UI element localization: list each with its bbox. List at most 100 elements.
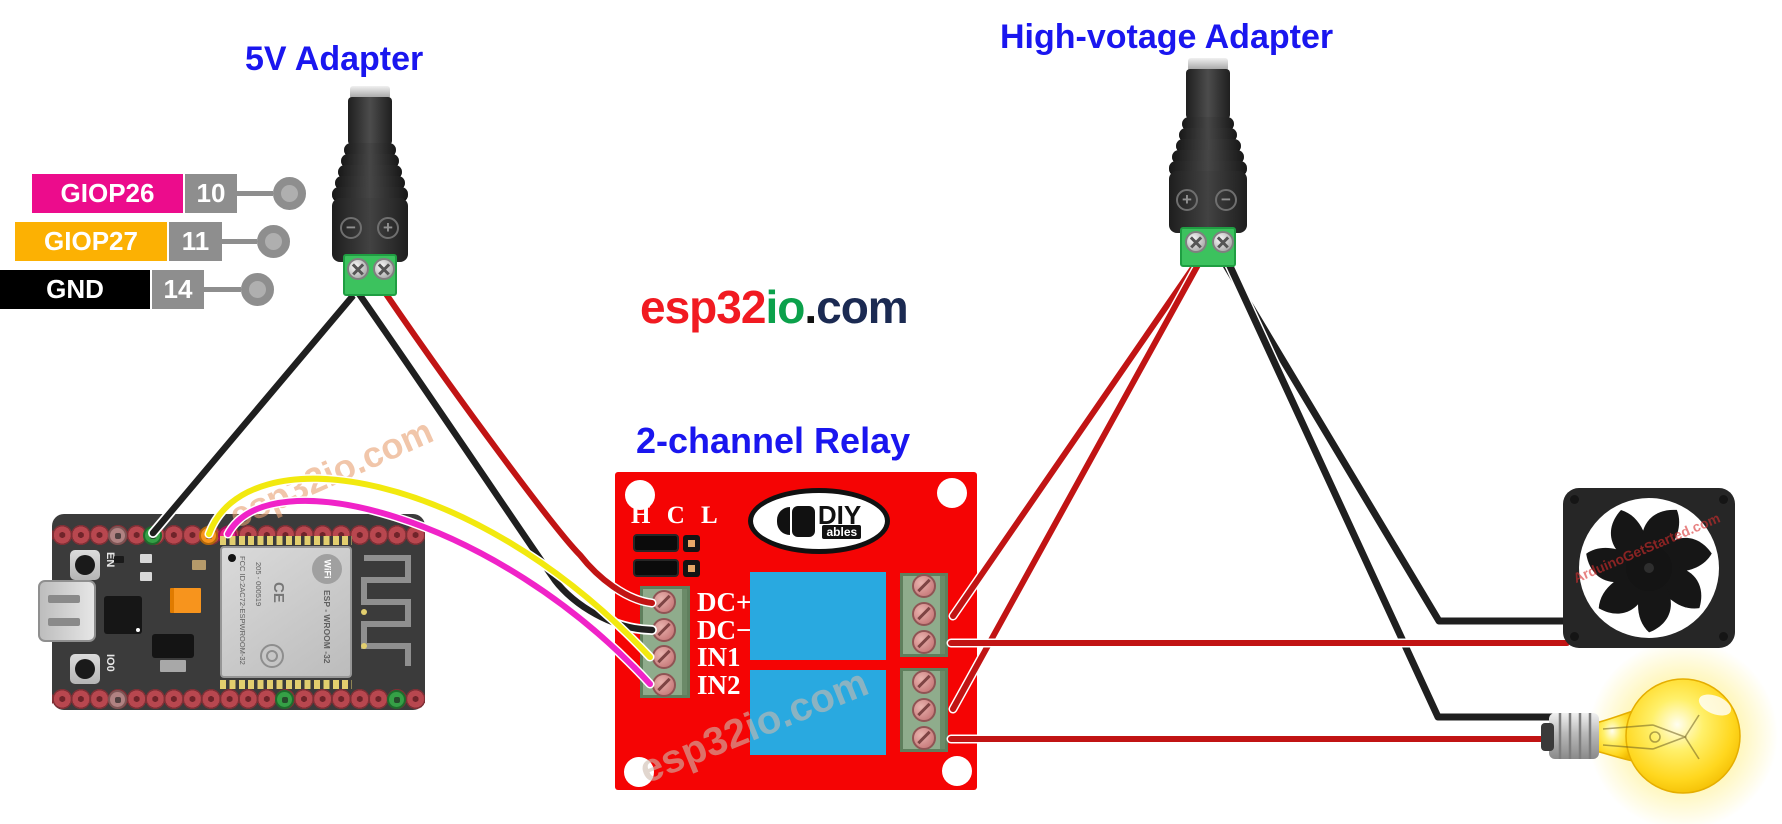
brand-diy-text: DIY xyxy=(817,500,862,530)
logo-esp32: esp32 xyxy=(640,281,766,333)
diyables-logo: DIY ables xyxy=(748,488,890,554)
module-pads xyxy=(220,536,352,545)
pin-label-giop27: GIOP27 xyxy=(15,222,167,261)
terminal-screw-in1 xyxy=(652,645,676,669)
output-screw xyxy=(912,698,936,722)
logo-com: com xyxy=(816,281,909,333)
terminal-screw-dcminus xyxy=(652,618,676,642)
pin-label-gnd: GND xyxy=(0,270,150,309)
jumper-header-label: H C L xyxy=(631,502,723,529)
terminal-screw-dcplus xyxy=(652,590,676,614)
pin-dot-icon xyxy=(273,177,306,210)
micro-usb-port xyxy=(38,580,96,642)
minus-symbol: − xyxy=(340,217,362,239)
jumper-1-pin xyxy=(683,535,700,552)
terminal-screw xyxy=(1185,231,1207,253)
module-dot xyxy=(228,554,236,562)
diyables-glyph-icon xyxy=(776,507,790,535)
en-button xyxy=(70,550,100,580)
output-screw xyxy=(912,630,936,654)
mounting-hole xyxy=(937,478,967,508)
relay-1 xyxy=(750,572,886,660)
pin-dot-icon xyxy=(241,273,274,306)
smd-component xyxy=(114,556,124,563)
usb-uart-chip xyxy=(104,596,142,634)
mounting-hole xyxy=(624,757,654,787)
antenna-icon xyxy=(361,555,411,666)
dc-jack-5v: − + xyxy=(323,86,419,298)
logo-dot: . xyxy=(804,281,817,333)
mounting-hole xyxy=(942,756,972,786)
dc-jack-hv: + − xyxy=(1163,58,1259,270)
wifi-logo-icon: WiFi xyxy=(312,554,342,584)
esp32-pin-gpio27-orange xyxy=(199,526,218,545)
ce-mark: CE xyxy=(270,582,287,603)
esp32-pin-gnd-green xyxy=(143,526,162,545)
relay-2 xyxy=(750,670,886,755)
terminal-label-in1: IN1 xyxy=(697,642,741,672)
terminal-label-in2: IN2 xyxy=(697,670,741,700)
pin-number-10: 10 xyxy=(185,174,237,213)
fan-screw-hole xyxy=(1570,495,1579,504)
logo-io: io xyxy=(765,281,805,333)
module-pads xyxy=(220,680,352,689)
jack-barrel xyxy=(348,97,392,145)
esp-wroom-32-module: FCC ID:2AC72-ESPWROOM-32 205 - 000519 CE… xyxy=(220,546,352,678)
wire-hv-com1-red xyxy=(950,259,1200,619)
boot-button-label: IO0 xyxy=(104,654,116,672)
bulb-filament xyxy=(1602,714,1700,760)
pin-number-14: 14 xyxy=(152,270,204,309)
chip-dot xyxy=(136,628,140,632)
module-serial-text: 205 - 000519 xyxy=(254,562,263,607)
terminal-screw-in2 xyxy=(652,673,676,697)
output-screw xyxy=(912,574,936,598)
wire-hv-bulb-black xyxy=(1225,260,1558,721)
terminal-screw xyxy=(1212,231,1234,253)
minus-symbol: − xyxy=(1215,189,1237,211)
light-bulb xyxy=(1541,640,1778,824)
pin-legend-row-giop27: GIOP27 11 xyxy=(15,222,290,261)
bulb-contact-tip xyxy=(1541,723,1554,751)
pin-dot-icon xyxy=(257,225,290,258)
diyables-glyph-icon xyxy=(791,505,815,537)
jumper-1 xyxy=(633,534,679,552)
wifi-logo-text: WiFi xyxy=(321,559,332,579)
fan-screw-hole xyxy=(1719,495,1728,504)
plus-symbol: + xyxy=(1176,189,1198,211)
en-button-label: EN xyxy=(104,552,116,568)
boot-button xyxy=(70,654,100,684)
legend-connector-line xyxy=(237,191,273,196)
output-screw xyxy=(912,670,936,694)
plus-symbol: + xyxy=(377,217,399,239)
bulb-highlight xyxy=(1698,694,1732,716)
esp32-pin-green xyxy=(387,690,406,709)
esp32io-logo: esp32io.com xyxy=(640,280,909,334)
legend-connector-line xyxy=(204,287,241,292)
label-5v-adapter: 5V Adapter xyxy=(245,40,424,78)
capacitor-orange xyxy=(170,588,201,613)
smd-component xyxy=(140,572,152,581)
module-fcc-text: FCC ID:2AC72-ESPWROOM-32 xyxy=(238,556,247,665)
fan: ArduinoGetStarted.com xyxy=(1563,488,1735,648)
fan-screw-hole xyxy=(1719,632,1728,641)
jack-tip xyxy=(350,86,390,99)
jumper-2 xyxy=(633,559,679,577)
bulb-screw-base xyxy=(1549,713,1599,759)
base-ridges xyxy=(1558,713,1592,759)
output-screw xyxy=(912,726,936,750)
jack-tip xyxy=(1188,58,1228,71)
fan-blades-icon xyxy=(1586,509,1712,633)
terminal-screw xyxy=(347,258,369,280)
esp32-pin-row-bottom xyxy=(52,688,425,710)
esp32-pin-green xyxy=(275,690,294,709)
jack-barrel xyxy=(1186,69,1230,119)
pin-number-11: 11 xyxy=(169,222,222,261)
terminal-label-dcminus: DC− xyxy=(697,615,752,645)
brand-ables-text: ables xyxy=(822,525,862,539)
label-hv-adapter: High-votage Adapter xyxy=(1000,18,1334,56)
coil-mark-icon xyxy=(260,644,284,668)
terminal-label-dcplus: DC+ xyxy=(697,587,752,617)
esp32-pin-gray xyxy=(108,526,127,545)
fan-screw-hole xyxy=(1570,632,1579,641)
